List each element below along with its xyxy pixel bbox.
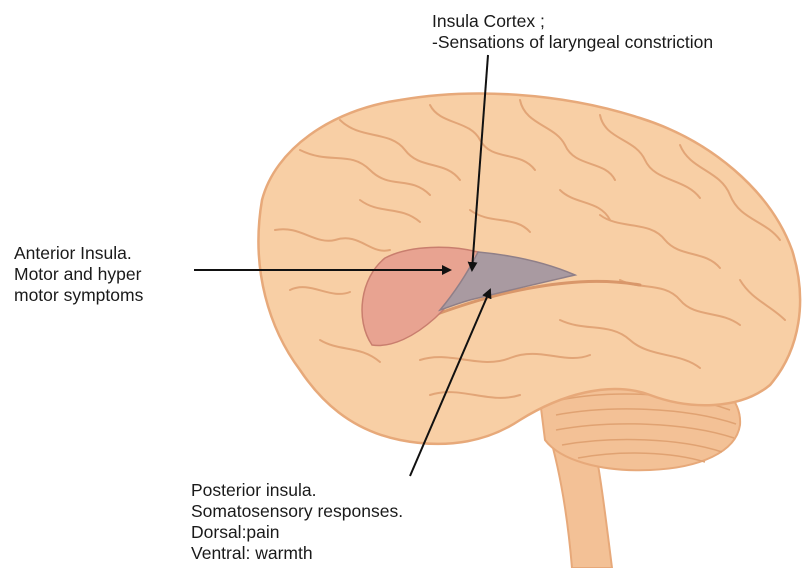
anterior-insula-label: Anterior Insula. Motor and hyper motor s…	[14, 243, 143, 306]
insula-cortex-title: Insula Cortex ;	[432, 11, 713, 32]
posterior-insula-description-2: Dorsal:pain	[191, 522, 403, 543]
posterior-insula-title: Posterior insula.	[191, 480, 403, 501]
posterior-insula-label: Posterior insula. Somatosensory response…	[191, 480, 403, 564]
anterior-insula-title: Anterior Insula.	[14, 243, 143, 264]
posterior-insula-description-3: Ventral: warmth	[191, 543, 403, 564]
anterior-insula-description-2: motor symptoms	[14, 285, 143, 306]
anterior-insula-description-1: Motor and hyper	[14, 264, 143, 285]
insula-cortex-label: Insula Cortex ; -Sensations of laryngeal…	[432, 11, 713, 53]
insula-cortex-description: -Sensations of laryngeal constriction	[432, 32, 713, 53]
posterior-insula-description-1: Somatosensory responses.	[191, 501, 403, 522]
